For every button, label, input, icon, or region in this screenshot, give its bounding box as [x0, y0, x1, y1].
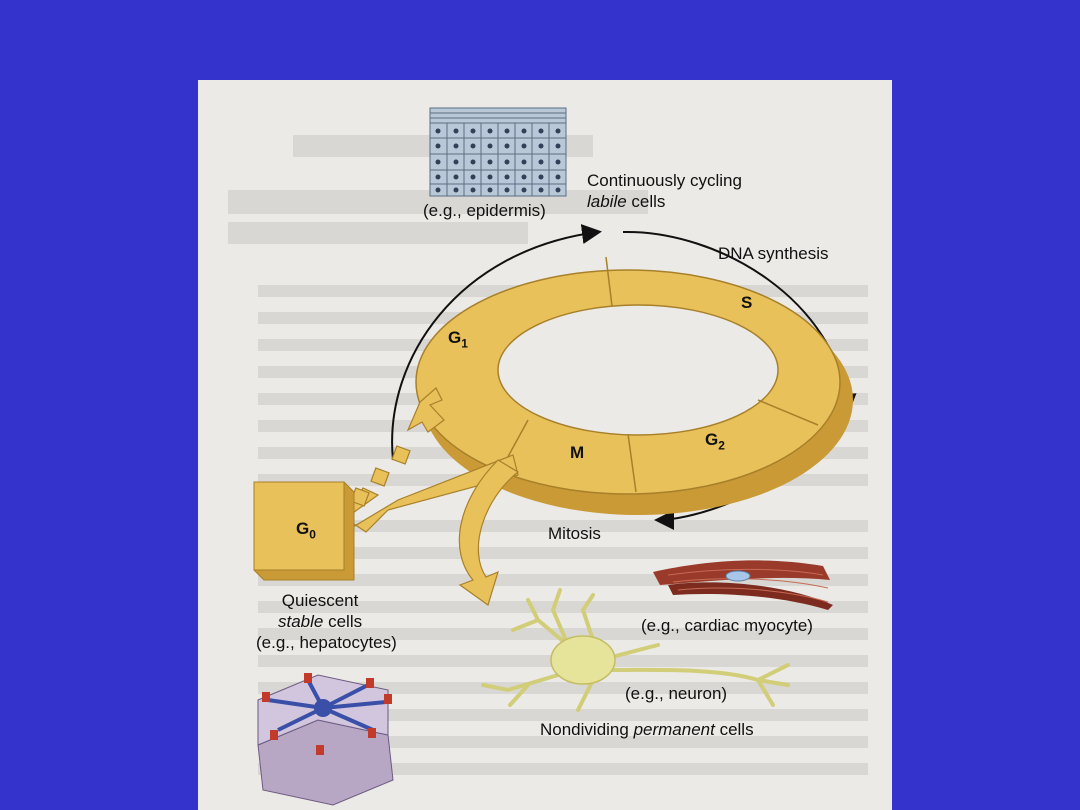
phase-m-label: M [570, 443, 585, 462]
hepatocyte-illustration [257, 673, 394, 806]
g1-entry-arrow [391, 224, 602, 461]
cell-cycle-diagram [228, 107, 868, 806]
neuron-example-label: (e.g., neuron) [625, 684, 728, 703]
cardiac-myocyte-example-label: (e.g., cardiac myocyte) [641, 616, 813, 635]
cardiac-myocyte-illustration [653, 560, 833, 610]
labile-cells-label: Continuously cycling labile cells [587, 171, 742, 211]
stable-cells-label: Quiescent stable cells [278, 591, 363, 631]
phase-g1-label: G1 [448, 328, 468, 351]
neuron-illustration [481, 588, 790, 712]
phase-g2-label: G2 [705, 430, 725, 453]
mitosis-label: Mitosis [548, 524, 601, 543]
figure-page: Continuously cycling labile cells (e.g.,… [198, 80, 892, 810]
exit-arrows [342, 387, 520, 606]
g0-block [253, 481, 355, 581]
epidermis-example-label: (e.g., epidermis) [423, 201, 546, 220]
cell-cycle-ring [415, 256, 853, 515]
permanent-cells-label: Nondividing permanent cells [540, 720, 754, 739]
dna-synthesis-label: DNA synthesis [718, 244, 829, 263]
hepatocytes-example-label: (e.g., hepatocytes) [256, 633, 397, 652]
epidermis-illustration [429, 107, 567, 197]
phase-g0-label: G0 [296, 519, 316, 542]
phase-s-label: S [741, 293, 753, 312]
